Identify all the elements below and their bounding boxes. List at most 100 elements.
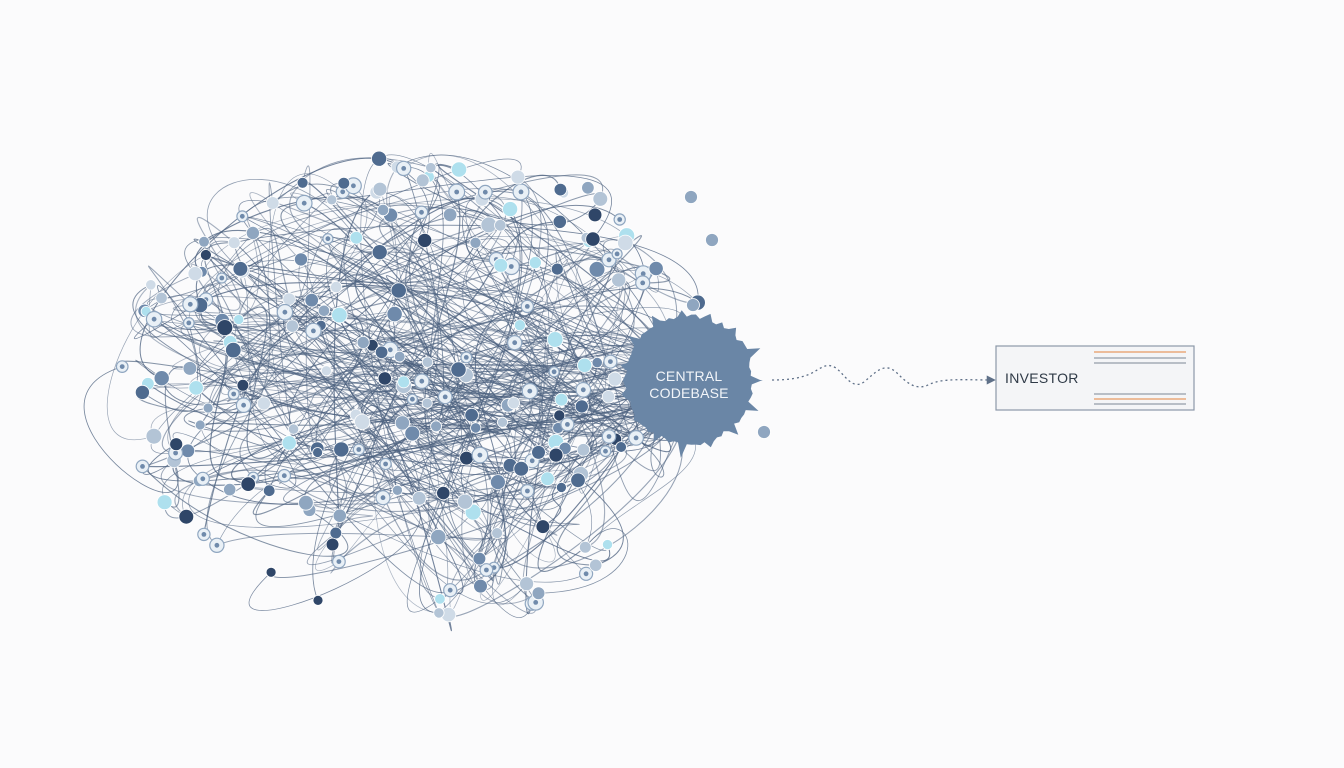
module-node	[705, 233, 719, 247]
module-node	[578, 566, 594, 581]
module-node	[491, 527, 504, 539]
module-node	[376, 203, 390, 217]
module-node	[417, 232, 433, 248]
module-node	[330, 280, 343, 294]
module-node	[265, 196, 280, 210]
module-node	[352, 443, 365, 456]
module-node	[587, 207, 603, 223]
module-node	[145, 279, 157, 291]
module-node	[469, 236, 482, 249]
module-node	[356, 335, 370, 349]
module-node	[198, 236, 210, 248]
dependency-edge	[193, 238, 450, 398]
dependency-edge	[206, 178, 357, 272]
dependency-edge	[196, 217, 241, 311]
dependency-edge	[234, 224, 699, 303]
dependency-edge	[144, 310, 297, 489]
module-node	[256, 396, 271, 411]
module-node	[182, 361, 198, 376]
document-lines-icon	[1094, 351, 1186, 405]
investor-label: INVESTOR	[1005, 370, 1079, 386]
module-node	[326, 194, 338, 206]
dependency-edge	[238, 306, 290, 459]
module-node	[507, 396, 521, 410]
module-node	[576, 443, 591, 457]
dependency-edge	[83, 366, 179, 493]
dependency-edge	[224, 327, 348, 509]
dependency-edge	[172, 399, 563, 486]
dependency-edge	[288, 298, 449, 449]
dependency-edge	[426, 279, 631, 428]
module-node	[589, 558, 603, 572]
module-node	[473, 578, 488, 594]
module-node	[599, 445, 612, 458]
module-node	[519, 576, 534, 592]
dependency-edge	[205, 254, 544, 307]
module-node	[553, 182, 568, 197]
module-node	[464, 407, 479, 423]
dependency-edge	[229, 342, 564, 511]
module-node	[576, 357, 593, 373]
dependency-edge	[161, 174, 604, 300]
dependency-edge	[341, 449, 580, 527]
dependency-edge	[379, 247, 439, 404]
dependency-edge	[190, 158, 522, 305]
dependency-edge	[493, 483, 562, 585]
module-node	[686, 298, 700, 312]
module-node	[611, 272, 627, 288]
module-node	[329, 526, 343, 540]
dependency-edge	[233, 242, 539, 453]
module-node	[233, 314, 245, 326]
module-node	[433, 607, 445, 619]
central-codebase-hub[interactable]: CENTRAL CODEBASE	[620, 310, 763, 458]
module-node	[450, 361, 467, 378]
module-node	[520, 299, 535, 314]
module-node	[414, 205, 429, 220]
module-node	[510, 169, 526, 185]
dependency-edge	[252, 227, 290, 300]
module-node	[245, 225, 260, 240]
module-node	[443, 583, 458, 598]
dependency-edge	[542, 438, 616, 528]
module-node	[617, 234, 634, 252]
investor-card[interactable]: INVESTOR	[995, 345, 1195, 411]
module-node	[396, 160, 412, 177]
module-node	[333, 441, 350, 458]
module-node	[202, 402, 214, 414]
dependency-edge	[465, 174, 561, 261]
module-node	[413, 373, 430, 389]
dependency-edge	[272, 157, 431, 204]
module-node	[379, 457, 392, 471]
dependency-edge	[306, 438, 616, 566]
module-node	[554, 392, 569, 407]
dependency-edge	[305, 339, 560, 456]
module-node	[391, 484, 403, 496]
dependency-edge	[527, 261, 626, 492]
module-node	[153, 370, 170, 387]
module-node	[613, 213, 626, 226]
module-node	[337, 176, 351, 190]
dependency-edge	[416, 176, 523, 499]
dependency-edge	[363, 336, 471, 457]
module-node	[374, 345, 389, 360]
module-node	[296, 176, 309, 189]
module-node	[601, 390, 616, 404]
module-node	[287, 423, 300, 435]
dependency-edge	[191, 263, 557, 453]
dependency-edge	[216, 414, 376, 546]
dependency-edge	[239, 193, 602, 300]
module-node	[209, 537, 225, 554]
module-node	[535, 519, 551, 534]
module-node	[145, 427, 163, 445]
module-node	[305, 322, 322, 340]
module-node	[430, 420, 443, 433]
module-node	[344, 177, 362, 195]
module-node	[421, 397, 433, 409]
module-node	[263, 484, 276, 497]
module-node	[550, 262, 564, 276]
module-node	[459, 450, 474, 466]
module-node	[437, 389, 453, 405]
module-node	[570, 472, 586, 489]
module-node	[548, 447, 564, 463]
module-node	[502, 201, 519, 218]
